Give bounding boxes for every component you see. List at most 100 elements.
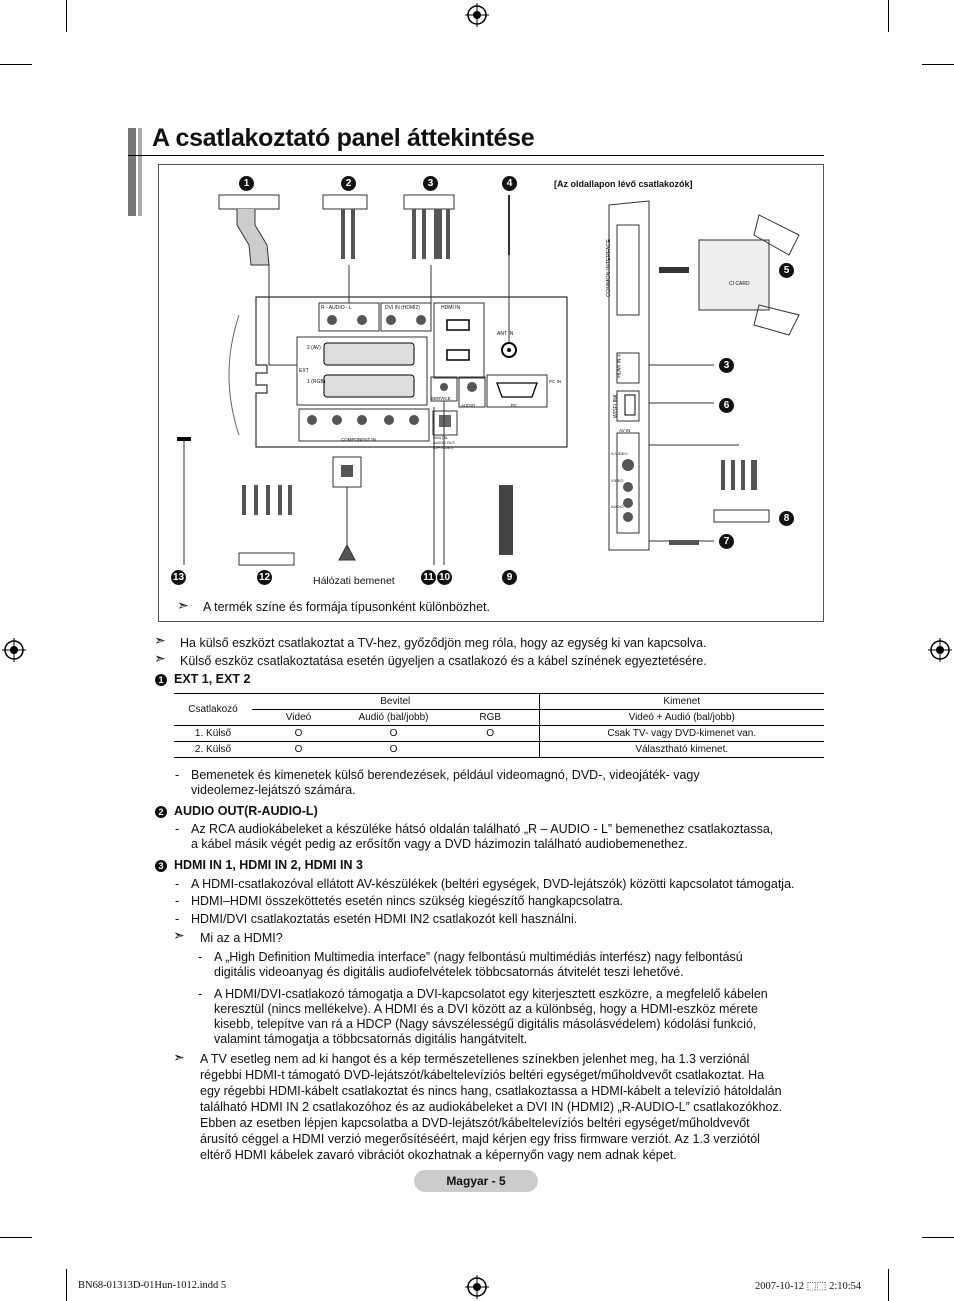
crop-mark [66, 1269, 67, 1301]
note-text: Ebben az esetben lépjen kapcsolatba a DV… [200, 1116, 750, 1130]
note-text: árusító céggel a HDMI verzió megerősítés… [200, 1132, 760, 1146]
panel-label-dvi: DVI IN (HDMI2) [385, 305, 420, 311]
table-cell [442, 741, 540, 758]
section-number: 3 [155, 860, 167, 872]
table-cell: O [442, 725, 540, 742]
table-header: Kimenet [539, 693, 824, 710]
title-accent-bar [128, 128, 136, 216]
crop-mark [0, 64, 32, 65]
diagram-footnote: A termék színe és formája típusonként kü… [203, 600, 490, 614]
bullet-dash: - [175, 822, 180, 836]
note-text: található HDMI IN 2 csatlakozóhoz és az … [200, 1100, 783, 1114]
side-connectors-label: [Az oldallapon lévő csatlakozók] [554, 179, 693, 189]
crop-mark [888, 1269, 889, 1301]
section-heading: EXT 1, EXT 2 [174, 672, 251, 686]
side-label-av: AV IN [619, 428, 631, 433]
callout-number: 9 [502, 570, 517, 585]
bullet-text: HDMI/DVI csatlakoztatás esetén HDMI IN2 … [191, 912, 578, 926]
note-text: A TV esetleg nem ad ki hangot és a kép t… [200, 1052, 750, 1066]
bullet-dash: - [175, 912, 180, 926]
power-input-label: Hálózati bemenet [313, 575, 395, 587]
note-text: egy régebbi HDMI-kábelt csatlakoztat és … [200, 1084, 782, 1098]
bullet-text: A „High Definition Multimedia interface”… [214, 950, 743, 964]
date-slug: 2007-10-12 ⬚⬚ 2:10:54 [755, 1281, 862, 1292]
bullet-text: videolemez-lejátszó számára. [191, 783, 356, 797]
section-number: 2 [155, 806, 167, 818]
section-heading: HDMI IN 1, HDMI IN 2, HDMI IN 3 [174, 858, 363, 872]
section-number: 1 [155, 674, 167, 686]
panel-label-audio-small: AUDIO [461, 403, 476, 408]
callout-number: 2 [341, 176, 356, 191]
note-arrow-icon: ➣ [173, 927, 185, 943]
bullet-text: digitális videoanyag és digitális audiof… [214, 965, 684, 979]
panel-label-ant: ANT IN [497, 331, 514, 337]
callout-number: 12 [257, 570, 272, 585]
table-subheader: Videó [252, 709, 345, 726]
bullet-dash: - [198, 987, 203, 1001]
note-text: régebbi HDMI-t támogató DVD-lejátszót/ká… [200, 1068, 765, 1082]
panel-label-pc-in: PC IN [549, 379, 562, 384]
table-cell: Csak TV- vagy DVD-kimenet van. [539, 725, 824, 742]
page-title: A csatlakoztató panel áttekintése [152, 124, 535, 152]
note-line: Ha külső eszközt csatlakoztat a TV-hez, … [180, 636, 707, 650]
bullet-text: kisebb, telepítve van rá a HDCP (Nagy sá… [214, 1017, 757, 1031]
table-cell: Választható kimenet. [539, 741, 824, 758]
connection-diagram: 1 2 3 4 [Az oldallapon lévő csatlakozók]… [158, 164, 824, 622]
note-arrow-icon: ➣ [173, 1049, 185, 1065]
registration-mark-icon [465, 1275, 489, 1299]
callout-number: 11 [421, 570, 436, 585]
bullet-text: A HDMI/DVI-csatlakozó támogatja a DVI-ka… [214, 987, 768, 1001]
registration-mark-icon [928, 638, 952, 662]
panel-label-hdmi: HDMI IN [441, 305, 461, 311]
table-cell: O [252, 725, 345, 742]
table-cell: O [345, 741, 442, 758]
section-heading: AUDIO OUT(R-AUDIO-L) [174, 804, 318, 818]
table-subheader: Videó + Audió (bal/jobb) [539, 709, 824, 726]
page-number-badge: Magyar - 5 [414, 1170, 538, 1192]
crop-mark [888, 0, 889, 32]
callout-number: 4 [502, 176, 517, 191]
panel-label-ext: EXT [299, 368, 309, 374]
callout-number: 13 [171, 570, 186, 585]
callout-number: 10 [437, 570, 452, 585]
bullet-text: HDMI–HDMI összeköttetés esetén nincs szü… [191, 894, 624, 908]
registration-mark-icon [2, 638, 26, 662]
note-arrow-icon: ➣ [177, 597, 189, 613]
side-label-common-interface: COMMON INTERFACE [606, 238, 613, 298]
table-header: Csatlakozó [174, 693, 252, 726]
connection-diagram-art [177, 194, 800, 566]
bullet-text: a kábel másik végét pedig az erősítőn va… [191, 837, 688, 851]
side-label-audio: AUDIO [611, 504, 624, 509]
file-slug: BN68-01313D-01Hun-1012.indd 5 [78, 1280, 227, 1291]
side-label-hdmi-in3: HDMI IN 3 [616, 354, 623, 378]
panel-label-ext1: 1 (RGB) [307, 379, 326, 385]
bullet-dash: - [175, 877, 180, 891]
panel-label-service: SERVICE [431, 396, 451, 401]
table-cell: 1. Külső [174, 725, 252, 742]
table-row: 1. Külső O O O Csak TV- vagy DVD-kimenet… [174, 725, 824, 742]
panel-label-audio: R - AUDIO - L [321, 305, 352, 311]
side-label-video: VIDEO [611, 478, 624, 483]
crop-mark [922, 1237, 954, 1238]
table-row: 2. Külső O O Választható kimenet. [174, 741, 824, 758]
table-header: Bevitel [252, 693, 540, 710]
callout-number: 1 [239, 176, 254, 191]
note-arrow-icon: ➣ [154, 632, 166, 648]
ci-card-label: CI CARD [729, 281, 750, 287]
bullet-text: valamint támogatja a többcsatornás digit… [214, 1032, 528, 1046]
table-subheader: Audió (bal/jobb) [345, 709, 442, 726]
bullet-text: keresztül (nincs mellékelve). A HDMI és … [214, 1002, 758, 1016]
panel-label-ext2: 2 (AV) [307, 345, 321, 351]
callout-number: 7 [719, 534, 734, 549]
ext-table: Csatlakozó Bevitel Kimenet Videó Audió (… [174, 693, 824, 758]
panel-label-digital: DIGITAL AUDIO OUT (OPTICAL) [433, 435, 456, 450]
table-cell: O [345, 725, 442, 742]
bullet-dash: - [175, 894, 180, 908]
callout-number: 3 [719, 358, 734, 373]
bullet-text: A HDMI-csatlakozóval ellátott AV-készülé… [191, 877, 795, 891]
table-cell: 2. Külső [174, 741, 252, 758]
registration-mark-icon [465, 3, 489, 27]
panel-label-pc: PC [511, 403, 518, 408]
table-subheader: RGB [442, 709, 540, 726]
note-text: Mi az a HDMI? [200, 931, 283, 945]
